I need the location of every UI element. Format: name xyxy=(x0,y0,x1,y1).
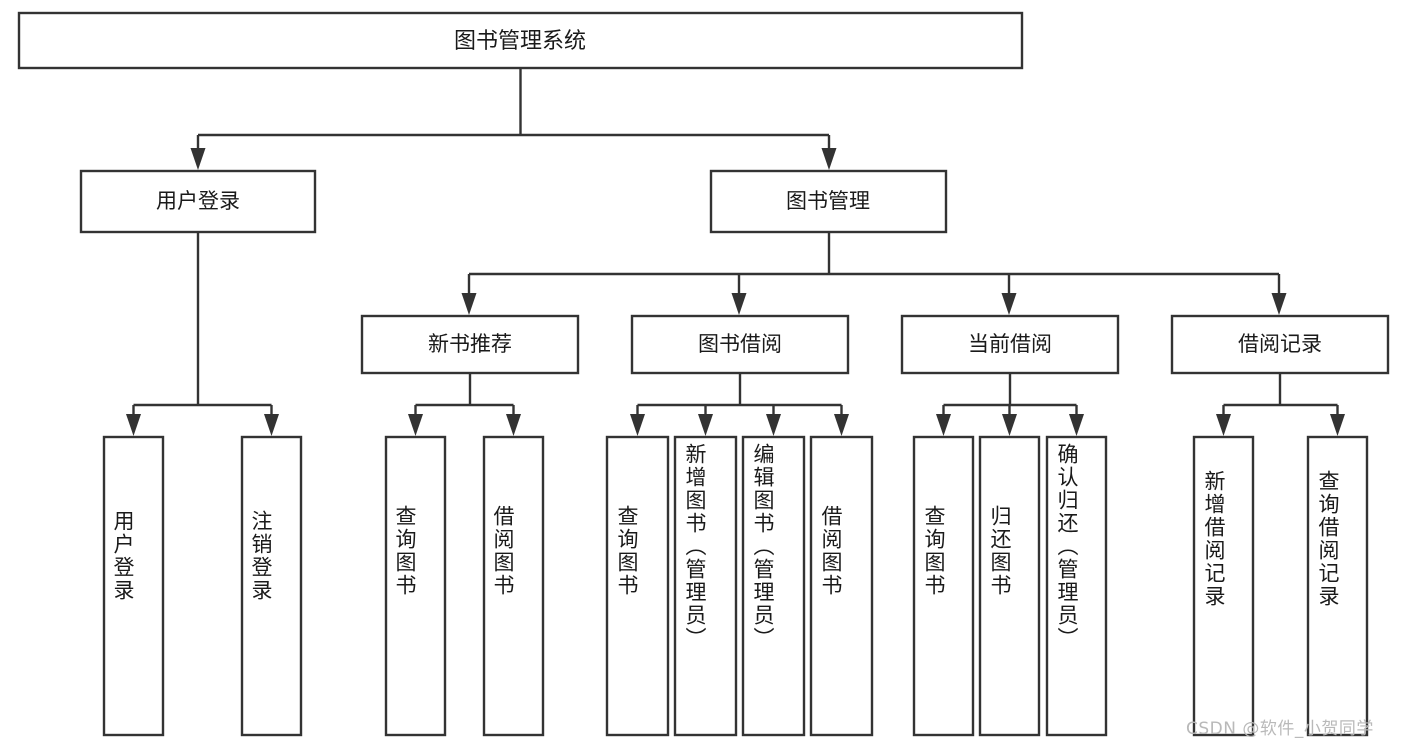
arrow-head-icon xyxy=(264,414,279,436)
node-box-leaf-logout[interactable] xyxy=(240,435,303,737)
node-user-login[interactable]: 用户登录 xyxy=(79,169,317,234)
node-box-leaf-confirm-return[interactable] xyxy=(1045,435,1108,737)
node-book-borrow[interactable]: 图书借阅 xyxy=(630,314,850,375)
arrow-head-icon xyxy=(821,148,837,170)
arrow-head-icon xyxy=(1330,414,1345,436)
arrow-head-icon xyxy=(1002,414,1017,436)
arrow-head-icon xyxy=(126,414,141,436)
connector-group-newbook xyxy=(408,373,521,436)
node-box-leaf-edit-book[interactable] xyxy=(741,435,806,737)
arrow-head-icon xyxy=(506,414,521,436)
node-box-leaf-query-book-1[interactable] xyxy=(384,435,447,737)
arrow-head-icon xyxy=(766,414,781,436)
node-borrow-records[interactable]: 借阅记录 xyxy=(1170,314,1390,375)
connector-group-root xyxy=(190,68,837,170)
arrow-head-icon xyxy=(1216,414,1231,436)
node-box-new-book-recommend[interactable] xyxy=(360,314,580,375)
node-box-book-management[interactable] xyxy=(709,169,948,234)
node-label-current-borrow: 当前借阅 xyxy=(968,332,1052,356)
node-box-leaf-query-book-2[interactable] xyxy=(605,435,670,737)
arrow-head-icon xyxy=(731,293,747,315)
node-label-user-login: 用户登录 xyxy=(156,189,240,213)
arrow-head-icon xyxy=(630,414,645,436)
node-box-leaf-return-book[interactable] xyxy=(978,435,1041,737)
node-box-leaf-add-record[interactable] xyxy=(1192,435,1255,737)
arrow-head-icon xyxy=(1069,414,1084,436)
node-box-leaf-add-book[interactable] xyxy=(673,435,738,737)
node-box-borrow-records[interactable] xyxy=(1170,314,1390,375)
node-box-leaf-query-book-3[interactable] xyxy=(912,435,975,737)
node-box-current-borrow[interactable] xyxy=(900,314,1120,375)
arrow-head-icon xyxy=(190,148,206,170)
arrow-head-icon xyxy=(408,414,423,436)
node-current-borrow[interactable]: 当前借阅 xyxy=(900,314,1120,375)
connector-group-bookmgmt xyxy=(461,232,1287,315)
node-box-leaf-borrow-book-2[interactable] xyxy=(809,435,874,737)
connector-group-login xyxy=(126,232,279,436)
node-new-book-recommend[interactable]: 新书推荐 xyxy=(360,314,580,375)
connector-group-borrow xyxy=(630,373,849,436)
connector-group-records xyxy=(1216,373,1345,436)
node-box-user-login[interactable] xyxy=(79,169,317,234)
watermark-text: CSDN @软件_小贺同学 xyxy=(1186,719,1374,739)
node-box-root[interactable] xyxy=(17,11,1024,70)
node-box-leaf-query-record[interactable] xyxy=(1306,435,1369,737)
node-label-root: 图书管理系统 xyxy=(454,29,586,54)
node-box-leaf-borrow-book-1[interactable] xyxy=(482,435,545,737)
arrow-head-icon xyxy=(1001,293,1017,315)
arrow-head-icon xyxy=(834,414,849,436)
node-box-book-borrow[interactable] xyxy=(630,314,850,375)
node-book-management[interactable]: 图书管理 xyxy=(709,169,948,234)
arrow-head-icon xyxy=(936,414,951,436)
node-label-borrow-records: 借阅记录 xyxy=(1238,332,1322,356)
arrow-head-icon xyxy=(461,293,477,315)
arrow-head-icon xyxy=(1271,293,1287,315)
connector-group-current xyxy=(936,373,1084,436)
node-box-leaf-user-login[interactable] xyxy=(102,435,165,737)
arrow-head-icon xyxy=(698,414,713,436)
node-root[interactable]: 图书管理系统 xyxy=(17,11,1024,70)
node-label-book-borrow: 图书借阅 xyxy=(698,332,782,356)
node-label-new-book-recommend: 新书推荐 xyxy=(428,332,512,356)
node-label-book-management: 图书管理 xyxy=(786,189,870,213)
